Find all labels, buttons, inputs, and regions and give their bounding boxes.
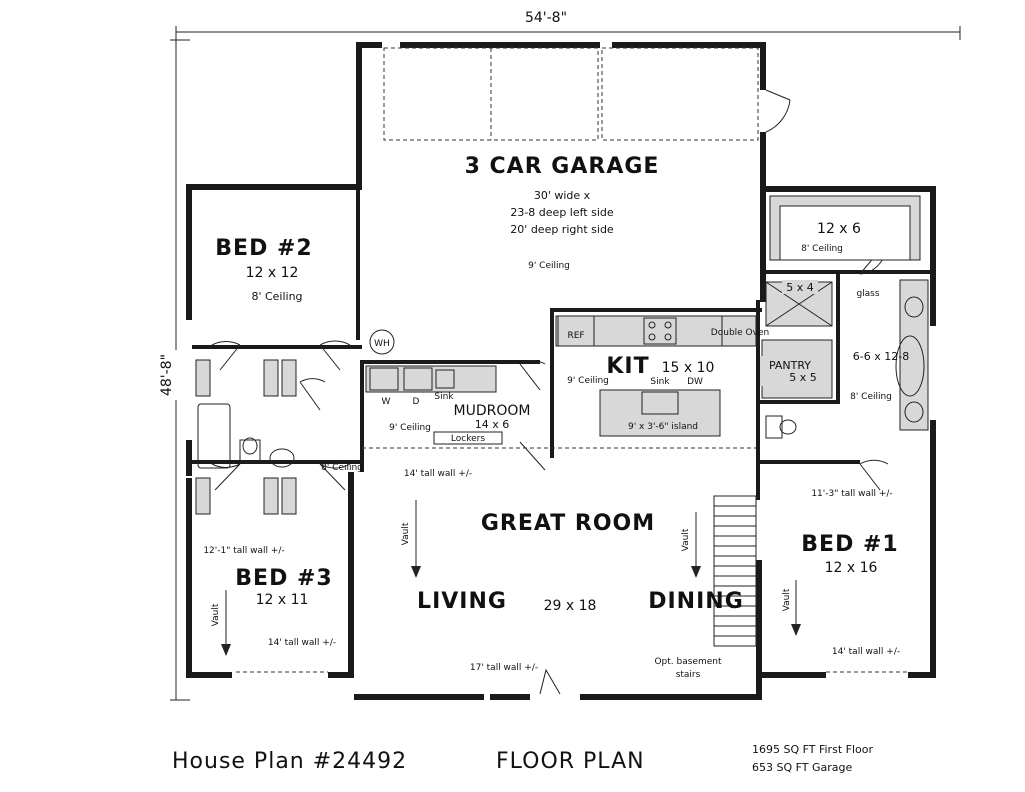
dining-label: DINING bbox=[648, 589, 744, 614]
mudroom-washer: W bbox=[382, 397, 391, 407]
great-room-name: GREAT ROOM bbox=[481, 511, 655, 536]
exterior-walls bbox=[186, 42, 936, 700]
bed3-vault: Vault bbox=[211, 603, 221, 626]
mudroom-ceiling: 9' Ceiling bbox=[389, 423, 431, 433]
vault-left-label: Vault bbox=[401, 522, 411, 545]
water-heater-label: WH bbox=[374, 339, 390, 349]
wic-size: 5 x 4 bbox=[786, 281, 814, 294]
stairs-label-2: stairs bbox=[676, 670, 701, 680]
garage-line2: 23-8 deep left side bbox=[510, 206, 614, 219]
closet-ceiling: 8' Ceiling bbox=[801, 244, 843, 254]
stairs-label-1: Opt. basement bbox=[654, 657, 722, 667]
mudroom-name: MUDROOM bbox=[454, 403, 531, 419]
mudroom-lockers: Lockers bbox=[451, 434, 485, 444]
sqft-first-floor: 1695 SQ FT First Floor bbox=[752, 743, 873, 756]
bed1-wall-top: 11'-3" tall wall +/- bbox=[811, 489, 892, 499]
bed1-vault: Vault bbox=[782, 588, 792, 611]
garage-ceiling: 9' Ceiling bbox=[528, 261, 570, 271]
width-dimension: 54'-8" bbox=[525, 10, 567, 26]
depth-dimension: 48'-8" bbox=[159, 354, 175, 396]
fixtures bbox=[197, 296, 925, 469]
garage-doors bbox=[383, 47, 791, 141]
master-bath-size: 6-6 x 12-8 bbox=[853, 350, 909, 363]
garage-line1: 30' wide x bbox=[534, 189, 591, 202]
door-swings bbox=[211, 249, 889, 695]
mudroom-wall: 14' tall wall +/- bbox=[404, 469, 472, 479]
kitchen-dw: DW bbox=[687, 377, 703, 387]
bed3-name: BED #3 bbox=[235, 566, 332, 591]
bed2-ceiling: 8' Ceiling bbox=[251, 290, 302, 303]
wic-glass: glass bbox=[856, 289, 879, 299]
bed3-wall: 14' tall wall +/- bbox=[268, 638, 336, 648]
kitchen-sink: Sink bbox=[650, 377, 670, 387]
interior-walls bbox=[192, 190, 930, 500]
living-label: LIVING bbox=[417, 589, 507, 614]
pantry-size: 5 x 5 bbox=[789, 371, 817, 384]
sqft-garage: 653 SQ FT Garage bbox=[752, 761, 852, 774]
bed3-size: 12 x 11 bbox=[256, 592, 309, 608]
garage-name: 3 CAR GARAGE bbox=[465, 154, 660, 179]
plan-number: House Plan #24492 bbox=[172, 749, 407, 774]
kitchen-ceiling: 9' Ceiling bbox=[567, 376, 609, 386]
kitchen-island: 9' x 3'-6" island bbox=[628, 422, 698, 432]
garage-line3: 20' deep right side bbox=[510, 223, 614, 236]
mudroom-sink: Sink bbox=[434, 392, 454, 402]
kitchen-size: 15 x 10 bbox=[662, 360, 715, 376]
plan-title: FLOOR PLAN bbox=[496, 749, 645, 774]
bed1-name: BED #1 bbox=[801, 532, 898, 557]
closet-size: 12 x 6 bbox=[817, 221, 861, 237]
kitchen-double-oven: Double Oven bbox=[711, 328, 769, 338]
bed1-wall: 14' tall wall +/- bbox=[832, 647, 900, 657]
front-wall-label: 17' tall wall +/- bbox=[470, 663, 538, 673]
hall-bath-wall: 12'-1" tall wall +/- bbox=[203, 546, 284, 556]
bed2-name: BED #2 bbox=[215, 236, 312, 261]
great-room-size: 29 x 18 bbox=[544, 598, 597, 614]
mudroom-dryer: D bbox=[413, 397, 420, 407]
pantry-name: PANTRY bbox=[769, 359, 811, 372]
hall-bath-ceiling: 8' Ceiling bbox=[321, 463, 363, 473]
master-bath-ceiling: 8' Ceiling bbox=[850, 392, 892, 402]
stairs bbox=[713, 495, 757, 647]
kitchen-ref: REF bbox=[567, 331, 584, 341]
bed2-size: 12 x 12 bbox=[246, 265, 299, 281]
vault-right-label: Vault bbox=[681, 528, 691, 551]
bed1-size: 12 x 16 bbox=[825, 560, 878, 576]
mudroom-size: 14 x 6 bbox=[475, 418, 510, 431]
vault-arrows bbox=[221, 500, 801, 656]
kitchen-name: KIT bbox=[606, 354, 649, 379]
